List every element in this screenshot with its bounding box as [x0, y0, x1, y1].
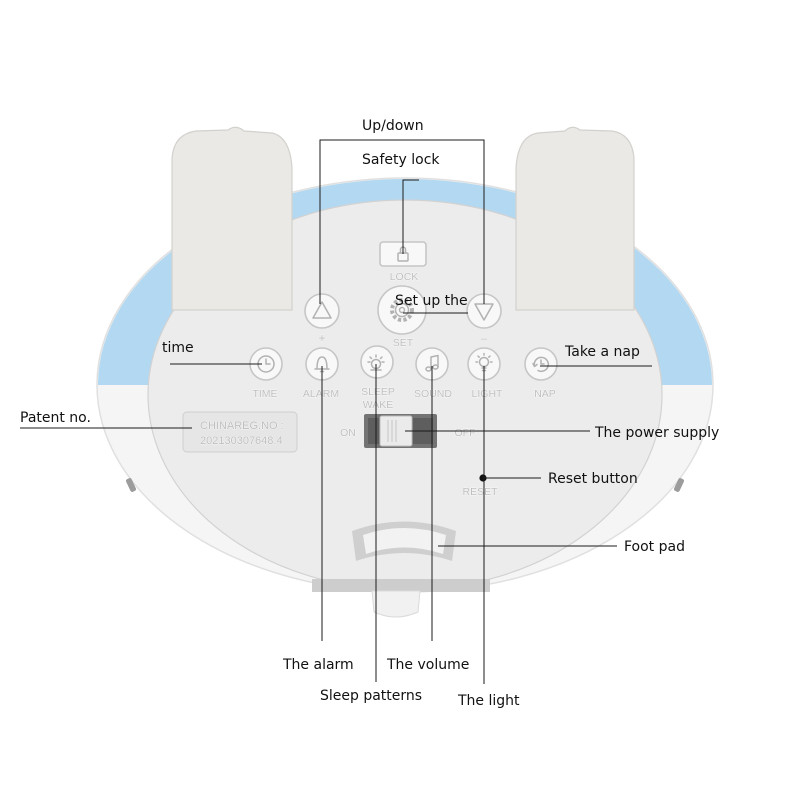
callout-light: The light	[457, 693, 520, 709]
side-notch-left	[125, 478, 137, 492]
set-button-face	[377, 285, 427, 335]
set-label: SET	[393, 337, 414, 349]
sound-label: SOUND	[414, 388, 452, 400]
registration-plate: CHINAREG.NO : 202130307648.4	[182, 411, 298, 453]
registration-label: CHINAREG.NO :	[200, 420, 284, 432]
callout-power-supply: The power supply	[594, 425, 719, 441]
side-notch-right	[673, 478, 685, 492]
stand-tab	[371, 590, 421, 618]
power-switch	[364, 414, 437, 448]
registration-number: 202130307648.4	[200, 435, 283, 447]
music-note-icon	[425, 354, 439, 372]
minus-label: –	[481, 331, 488, 345]
callout-sleep-patterns: Sleep patterns	[320, 688, 422, 704]
foot-pad	[352, 521, 456, 561]
lock-label: LOCK	[390, 271, 419, 283]
callout-safety-lock: Safety lock	[362, 152, 440, 168]
callout-up-down: Up/down	[362, 118, 424, 134]
sleep-wake-button-face	[360, 345, 394, 379]
set-button	[377, 285, 427, 335]
nap-clock-icon	[532, 356, 550, 373]
sleep-label: SLEEP	[361, 386, 395, 398]
light-label: LIGHT	[472, 388, 504, 400]
switch-ridges	[387, 420, 397, 442]
callout-patent-no: Patent no.	[20, 410, 91, 426]
callout-set-up: Set up the	[395, 293, 468, 309]
sleep-wake-button	[360, 345, 394, 379]
base-strip	[312, 579, 490, 592]
up-button	[304, 293, 340, 329]
callout-alarm: The alarm	[282, 657, 354, 673]
callout-labels: Up/down Safety lock Set up the time Take…	[20, 118, 719, 709]
switch-on-label: ON	[340, 427, 356, 439]
switch-off-label: OFF	[455, 427, 476, 439]
callout-time: time	[162, 340, 194, 356]
registration-plate-box	[182, 411, 298, 453]
gear-icon	[390, 298, 414, 322]
nap-button	[524, 347, 558, 381]
leader-line-up-down	[319, 139, 485, 304]
up-button-face	[304, 293, 340, 329]
wake-label: WAKE	[363, 399, 394, 411]
left-ear	[171, 126, 293, 311]
foot-pad-inner	[363, 528, 446, 554]
time-label: TIME	[252, 388, 277, 400]
right-ear	[515, 126, 635, 311]
alarm-label: ALARM	[303, 388, 339, 400]
nap-label: NAP	[534, 388, 556, 400]
leader-lines	[20, 139, 652, 684]
callout-reset-button: Reset button	[548, 471, 638, 487]
up-triangle-icon	[312, 301, 332, 319]
reset-label: RESET	[462, 486, 498, 498]
plus-label: +	[318, 331, 325, 345]
device: LOCK SET + – TIME ALARM SLEEP WAKE SOUND…	[96, 126, 714, 618]
callout-take-a-nap: Take a nap	[564, 344, 640, 360]
leader-line-safety-lock	[402, 179, 419, 254]
callout-volume: The volume	[386, 657, 469, 673]
callout-foot-pad: Foot pad	[624, 539, 685, 555]
